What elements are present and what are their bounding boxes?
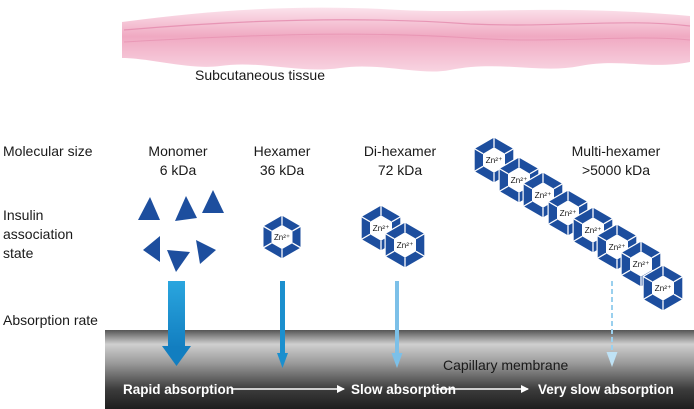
capillary-membrane-label: Capillary membrane: [443, 357, 569, 373]
rapid-absorption-label: Rapid absorption: [123, 382, 234, 397]
monomer-triangle: [143, 236, 160, 262]
di-hexamer-unit: Zn²⁺: [384, 221, 426, 269]
tissue-label: Subcutaneous tissue: [195, 67, 325, 83]
capillary-membrane: [105, 330, 694, 409]
multi-hexamer-size: >5000 kDa: [581, 162, 651, 178]
monomer-group: [138, 190, 224, 272]
monomer-absorption-arrow: [162, 281, 191, 366]
multi-hexamer-absorption-arrow: [606, 281, 618, 367]
row-label-absorption-rate: Absorption rate: [3, 312, 98, 328]
multi-hexamer-unit: Zn²⁺: [642, 264, 684, 312]
zinc-ion-label: Zn²⁺: [560, 208, 577, 218]
zinc-ion-label: Zn²⁺: [585, 225, 602, 235]
tissue-line-2: [123, 33, 691, 43]
monomer-size: 6 kDa: [159, 162, 197, 178]
di-hexamer-absorption-arrow: [391, 281, 403, 368]
monomer-triangle: [167, 250, 190, 272]
monomer-triangle: [202, 190, 224, 213]
hexamer-name: Hexamer: [253, 143, 311, 159]
row-label-association-2: association: [3, 226, 74, 242]
monomer-name: Monomer: [148, 143, 208, 159]
tissue-line-1: [123, 19, 691, 31]
zinc-ion-label: Zn²⁺: [486, 155, 503, 165]
di-hexamer-size: 72 kDa: [377, 162, 423, 178]
row-label-association-3: state: [3, 245, 34, 261]
multi-hexamer-name: Multi-hexamer: [571, 143, 661, 159]
zinc-ion-label: Zn²⁺: [655, 283, 672, 293]
monomer-triangle: [138, 197, 160, 220]
zinc-ion-label: Zn²⁺: [397, 240, 414, 250]
zinc-ion-label: Zn²⁺: [373, 223, 390, 233]
di-hexamer-name: Di-hexamer: [363, 143, 437, 159]
hexamer-layer: Zn²⁺ Zn²⁺ Zn²⁺ Zn²⁺ Zn²⁺ Zn²⁺ Zn²⁺ Zn²⁺ Zn²⁺ Zn²⁺…: [262, 136, 684, 312]
zinc-ion-label: Zn²⁺: [609, 242, 626, 252]
zinc-ion-label: Zn²⁺: [274, 233, 290, 242]
zinc-ion-label: Zn²⁺: [633, 259, 650, 269]
slow-absorption-label: Slow absorption: [351, 382, 457, 397]
row-label-association-1: Insulin: [3, 207, 44, 223]
hexamer-unit: Zn²⁺: [262, 214, 302, 260]
zinc-ion-label: Zn²⁺: [535, 190, 552, 200]
row-label-molecular-size: Molecular size: [3, 143, 93, 159]
zinc-ion-label: Zn²⁺: [511, 175, 528, 185]
hexamer-absorption-arrow: [277, 281, 288, 368]
hexamer-size: 36 kDa: [259, 162, 305, 178]
monomer-triangle: [196, 240, 216, 264]
subcutaneous-tissue-band: [122, 7, 690, 72]
monomer-triangle: [175, 196, 197, 221]
very-slow-absorption-label: Very slow absorption: [538, 382, 674, 397]
